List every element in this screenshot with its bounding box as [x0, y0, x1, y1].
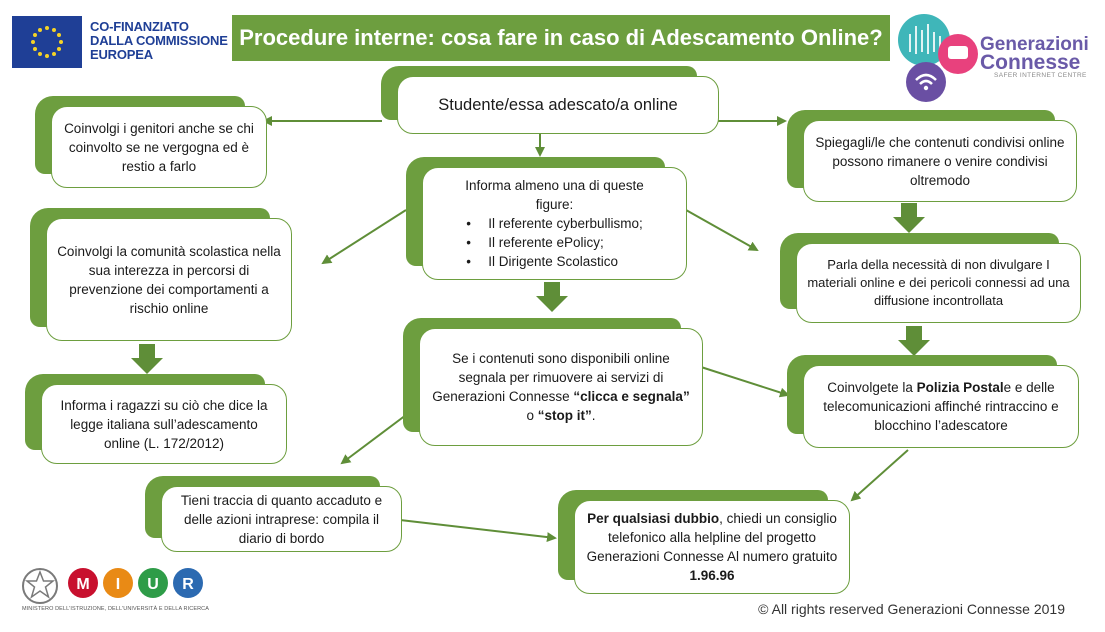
list-item: Il referente ePolicy;: [466, 233, 643, 252]
down-arrow-explain-disclosure: [893, 203, 925, 233]
node-disclosure: Parla della necessità di non divulgare I…: [780, 233, 1081, 323]
copyright-notice: © All rights reserved Generazioni Connes…: [758, 601, 1065, 617]
miur-letter-u: U: [147, 576, 159, 593]
report-card: Se i contenuti sono disponibili online s…: [419, 328, 703, 446]
arrow-to-police: [700, 366, 790, 398]
node-track: Tieni traccia di quanto accaduto e delle…: [145, 476, 402, 552]
down-arrow-disclosure-police: [898, 326, 930, 356]
helpline-card: Per qualsiasi dubbio, chiedi un consigli…: [574, 500, 850, 594]
node-law: Informa i ragazzi su ciò che dice la leg…: [25, 374, 287, 464]
inform-intro: Informa almeno una di queste figure:: [465, 178, 644, 212]
node-police: Coinvolgete la Polizia Postale e delle t…: [787, 355, 1079, 448]
list-item: Il referente cyberbullismo;: [466, 214, 643, 233]
miur-letter-r: R: [182, 576, 194, 593]
eu-flag-icon: [12, 16, 82, 68]
arrow-to-community: [321, 209, 407, 265]
node-helpline: Per qualsiasi dubbio, chiedi un consigli…: [558, 490, 850, 594]
arrow-to-helpline: [399, 519, 557, 543]
ministry-caption: MINISTERO DELL'ISTRUZIONE, DELL'UNIVERSI…: [22, 606, 209, 612]
generazioni-connesse-logo-icon: [896, 12, 1000, 106]
italian-republic-emblem-icon: [20, 566, 60, 606]
brand-subtitle: SAFER INTERNET CENTRE: [994, 72, 1087, 79]
down-arrow-inform-report: [536, 282, 568, 312]
police-card: Coinvolgete la Polizia Postale e delle t…: [803, 365, 1079, 448]
down-arrow-community-law: [131, 344, 163, 374]
list-item: Il Dirigente Scolastico: [466, 252, 643, 271]
node-report: Se i contenuti sono disponibili online s…: [403, 318, 703, 446]
miur-letter-m: M: [76, 576, 89, 593]
node-inform: Informa almeno una di queste figure: Il …: [406, 157, 687, 280]
node-community: Coinvolgi la comunità scolastica nella s…: [30, 208, 292, 341]
node-parents: Coinvolgi i genitori anche se chi coinvo…: [35, 96, 267, 188]
miur-letter-i: I: [116, 576, 120, 593]
brand-name: Generazioni Connesse: [980, 34, 1089, 74]
miur-logo: M I U R: [66, 566, 216, 600]
page-title: Procedure interne: cosa fare in caso di …: [232, 15, 890, 61]
inform-card: Informa almeno una di queste figure: Il …: [422, 167, 687, 280]
node-student: Studente/essa adescato/a online: [381, 66, 719, 134]
arrow-to-track: [340, 411, 411, 465]
node-explain: Spiegagli/le che contenuti condivisi onl…: [787, 110, 1077, 202]
eu-cofunding-text: CO-FINANZIATO DALLA COMMISSIONE EUROPEA: [90, 19, 228, 62]
arrow-police-to-helpline: [850, 449, 909, 502]
inform-list: Il referente cyberbullismo; Il referente…: [466, 214, 643, 271]
arrow-to-disclosure: [685, 209, 759, 251]
